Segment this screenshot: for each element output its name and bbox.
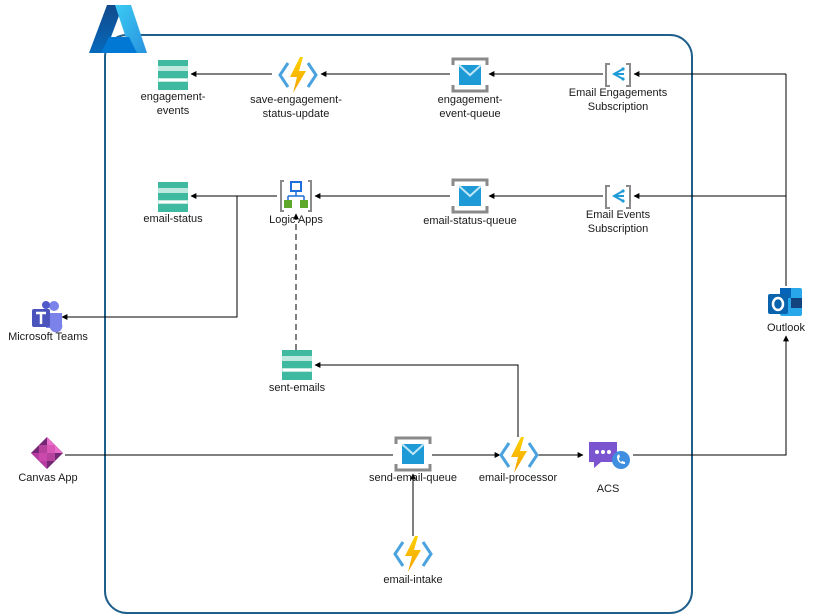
edge-processor-to-sent-emails [314,362,519,437]
label-logic-apps: Logic Apps [269,214,323,226]
event-grid-subscription-icon [605,63,631,87]
microsoft-teams-icon [32,301,63,333]
label-save-engagement: save-engagement- status-update [250,94,342,120]
label-canvas-app: Canvas App [18,472,78,484]
storage-table-icon [158,60,188,90]
azure-function-icon [278,57,318,93]
logic-apps-icon [280,180,312,212]
storage-queue-icon [451,178,489,214]
outlook-icon [768,288,802,316]
label-teams: Microsoft Teams [8,331,88,343]
communication-services-icon [589,442,630,469]
label-outlook: Outlook [767,322,805,334]
azure-function-icon [393,536,433,572]
edge-acs-to-outlook [633,335,789,456]
storage-queue-icon [451,57,489,93]
edge-logic-apps-to-teams [61,196,238,320]
label-acs: ACS [596,483,620,495]
event-grid-subscription-icon [605,185,631,209]
label-email-events-sub: Email Events Subscription [585,209,651,235]
connectors [61,71,789,536]
label-email-engagements-sub: Email Engagements Subscription [568,87,668,113]
label-email-status-queue: email-status-queue [423,215,517,227]
storage-queue-icon [394,436,432,472]
label-email-intake: email-intake [383,574,443,586]
azure-function-icon [499,437,539,473]
label-engagement-events: engagement- events [140,91,206,117]
storage-table-icon [158,182,188,212]
label-sent-emails: sent-emails [268,382,326,394]
label-engagement-event-queue: engagement- event-queue [437,94,503,120]
label-send-email-queue: send-email-queue [368,472,458,484]
power-apps-icon [31,437,63,469]
label-email-processor: email-processor [478,472,558,484]
storage-table-icon [282,350,312,380]
azure-boundary [104,34,693,614]
azure-logo-icon [89,5,147,53]
label-email-status: email-status [143,213,203,225]
